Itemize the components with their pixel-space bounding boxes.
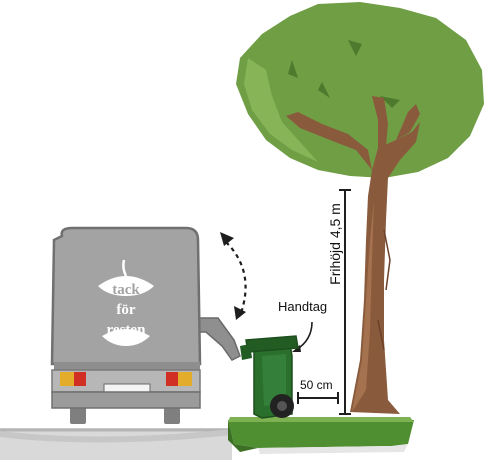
logo-text-line3: resten (107, 322, 147, 338)
logo-text-line2: för (116, 302, 135, 318)
distance-label: 50 cm (300, 378, 333, 392)
tree-trunk (286, 96, 420, 414)
tree-crown (236, 2, 484, 178)
logo-text-line1: tack (112, 282, 140, 298)
grass-curb (228, 417, 414, 454)
lift-arm (195, 317, 241, 361)
tilt-arrow (220, 232, 247, 320)
clearance-height-label: Frihöjd 4,5 m (327, 203, 343, 285)
handle-label: Handtag (278, 299, 328, 314)
road (0, 428, 233, 460)
apple-logo-icon: tack för resten (98, 259, 154, 346)
clearance-height-line (339, 189, 351, 415)
distance-line (297, 392, 339, 404)
wheelie-bin (240, 335, 299, 419)
